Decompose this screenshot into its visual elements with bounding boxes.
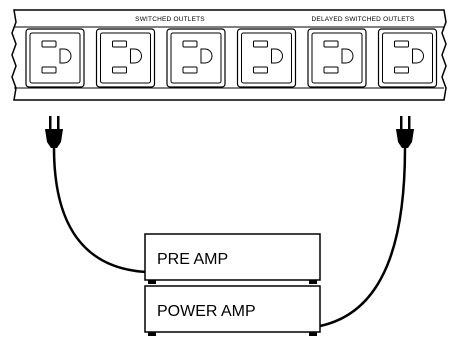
outlet-4-icon [236,28,297,88]
outlets [25,28,438,88]
delayed-switched-outlets-label: DELAYED SWITCHED OUTLETS [312,16,415,23]
power-amp-unit [144,285,321,336]
pre-amp-plug-icon [45,116,63,148]
power-amp-plug-icon [396,116,414,148]
switched-outlets-label: SWITCHED OUTLETS [135,16,205,23]
pre-amp-cord [52,147,147,274]
outlet-3-icon [166,28,226,88]
outlet-6-icon [377,28,438,88]
pre-amp-label: PRE AMP [157,251,228,268]
pre-amp-unit [144,233,321,284]
outlet-2-icon [95,28,156,88]
power-amp-cord [319,147,407,328]
power-amp-label: POWER AMP [157,303,256,320]
outlet-1-icon [25,28,85,88]
outlet-5-icon [307,28,367,88]
